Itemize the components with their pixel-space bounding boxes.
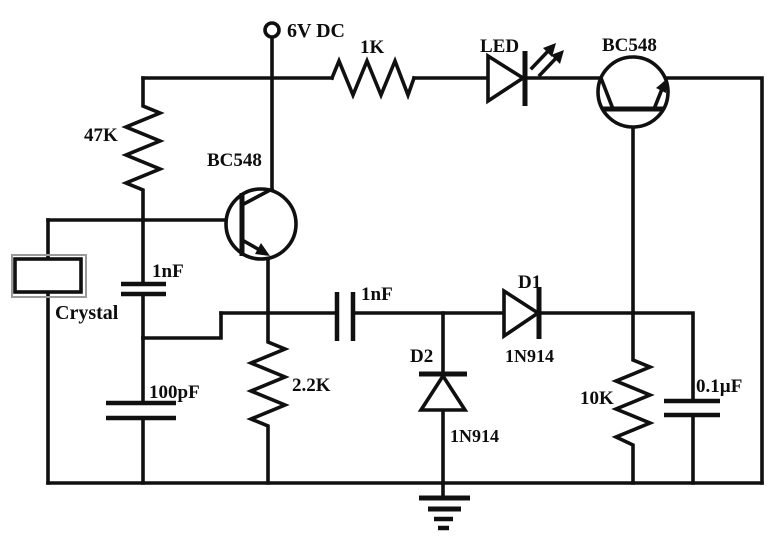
power-label: 6V DC [287,20,345,42]
capacitor-1nf-osc-label: 1nF [152,261,184,282]
resistor-2k2: 2.2K [246,311,331,485]
resistor-1k-label: 1K [360,37,385,58]
resistor-47k-zigzag [121,76,165,222]
resistor-47k: 47K [84,76,165,222]
resistor-1k: 1K [329,37,417,101]
ground-symbol-icon [419,481,470,531]
diode-d2-part-label: 1N914 [450,426,499,446]
resistor-10k-label: 10K [580,388,614,409]
transistor-q2-collector [598,75,616,112]
transistor-q2-label: BC548 [602,35,657,56]
crystal-shadow [11,254,87,298]
resistor-2k2-zigzag [246,311,290,485]
power-terminal-icon [263,21,281,39]
capacitor-100pf-label: 100pF [149,382,200,403]
resistor-2k2-label: 2.2K [292,375,331,396]
resistor-47k-label: 47K [84,125,118,146]
transistor-q1-label: BC548 [207,150,262,171]
wire-d1-out [537,311,695,403]
crystal: Crystal [11,254,119,324]
resistor-10k-zigzag [611,311,655,485]
power-terminal: 6V DC [263,20,345,42]
capacitor-100pf: 100pF [106,336,200,485]
transistor-q1-emitter-arrow [255,243,270,256]
diode-d1: D1 1N914 [502,272,554,366]
diode-d1-triangle [502,287,542,340]
transistor-q2: BC548 [596,35,670,129]
capacitor-1nf-osc: 1nF [121,218,184,340]
capacitor-1nf-coupling-label: 1nF [361,284,393,305]
diode-d1-label: D1 [518,272,541,293]
led-triangle [486,52,527,105]
diode-d2-label: D2 [410,346,433,367]
transistor-q2-body [596,55,670,129]
transistor-q1: BC548 [207,150,298,261]
crystal-label: Crystal [55,302,119,324]
diode-d1-part-label: 1N914 [505,346,554,366]
capacitor-100nf-label: 0.1µF [696,376,742,397]
resistor-10k: 10K [580,311,655,485]
transistor-q2-emitter-arrow [656,79,667,93]
wire-jog [141,311,223,340]
wire-right-rail [663,76,764,485]
capacitor-1nf-coupling: 1nF [334,284,393,341]
resistor-1k-zigzag [329,56,417,101]
diode-d2-triangle [417,372,469,412]
led: LED [480,36,564,106]
wires [46,35,764,485]
led-light-arrows-icon [529,43,564,78]
transistor-q1-collector [239,186,275,208]
led-label: LED [480,36,519,57]
crystal-body [13,257,83,294]
diode-d2: D2 1N914 [410,346,499,446]
capacitor-100nf: 0.1µF [664,376,742,418]
